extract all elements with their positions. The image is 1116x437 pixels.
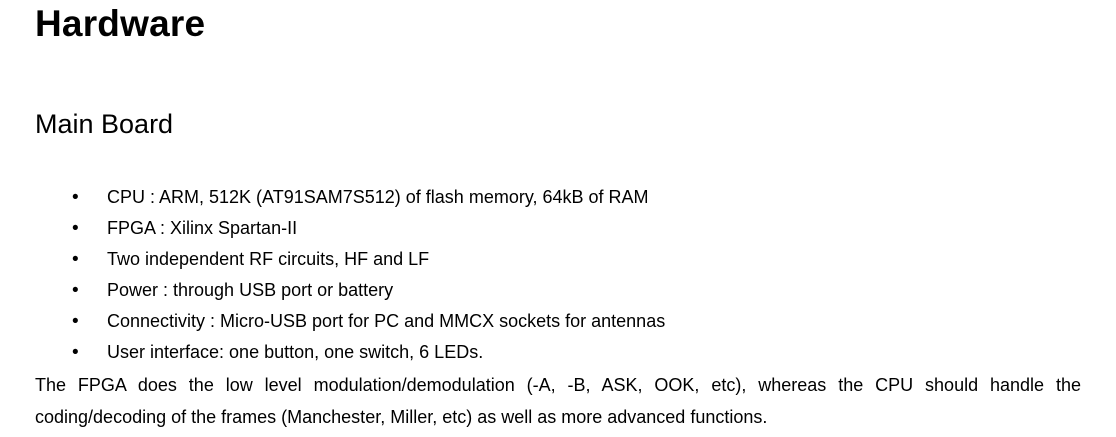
page-title: Hardware [35, 3, 206, 44]
bullet-icon: • [72, 187, 79, 208]
list-item: • Connectivity : Micro-USB port for PC a… [0, 306, 1116, 337]
list-item: • Power : through USB port or battery [0, 275, 1116, 306]
spec-list: • CPU : ARM, 512K (AT91SAM7S512) of flas… [0, 182, 1116, 368]
list-item-text: User interface: one button, one switch, … [107, 342, 484, 362]
list-item-text: FPGA : Xilinx Spartan-II [107, 218, 298, 238]
bullet-icon: • [72, 249, 79, 270]
description-paragraph: The FPGA does the low level modulation/d… [35, 375, 1081, 427]
list-item: • User interface: one button, one switch… [0, 337, 1116, 368]
list-item: • FPGA : Xilinx Spartan-II [0, 213, 1116, 244]
list-item-text: CPU : ARM, 512K (AT91SAM7S512) of flash … [107, 187, 649, 207]
section-title: Main Board [35, 109, 174, 139]
list-item-text: Connectivity : Micro-USB port for PC and… [107, 311, 666, 331]
bullet-icon: • [72, 218, 79, 239]
list-item: • Two independent RF circuits, HF and LF [0, 244, 1116, 275]
bullet-icon: • [72, 311, 79, 332]
bullet-icon: • [72, 280, 79, 301]
bullet-icon: • [72, 342, 79, 363]
list-item-text: Power : through USB port or battery [107, 280, 394, 300]
list-item: • CPU : ARM, 512K (AT91SAM7S512) of flas… [0, 182, 1116, 213]
list-item-text: Two independent RF circuits, HF and LF [107, 249, 430, 269]
